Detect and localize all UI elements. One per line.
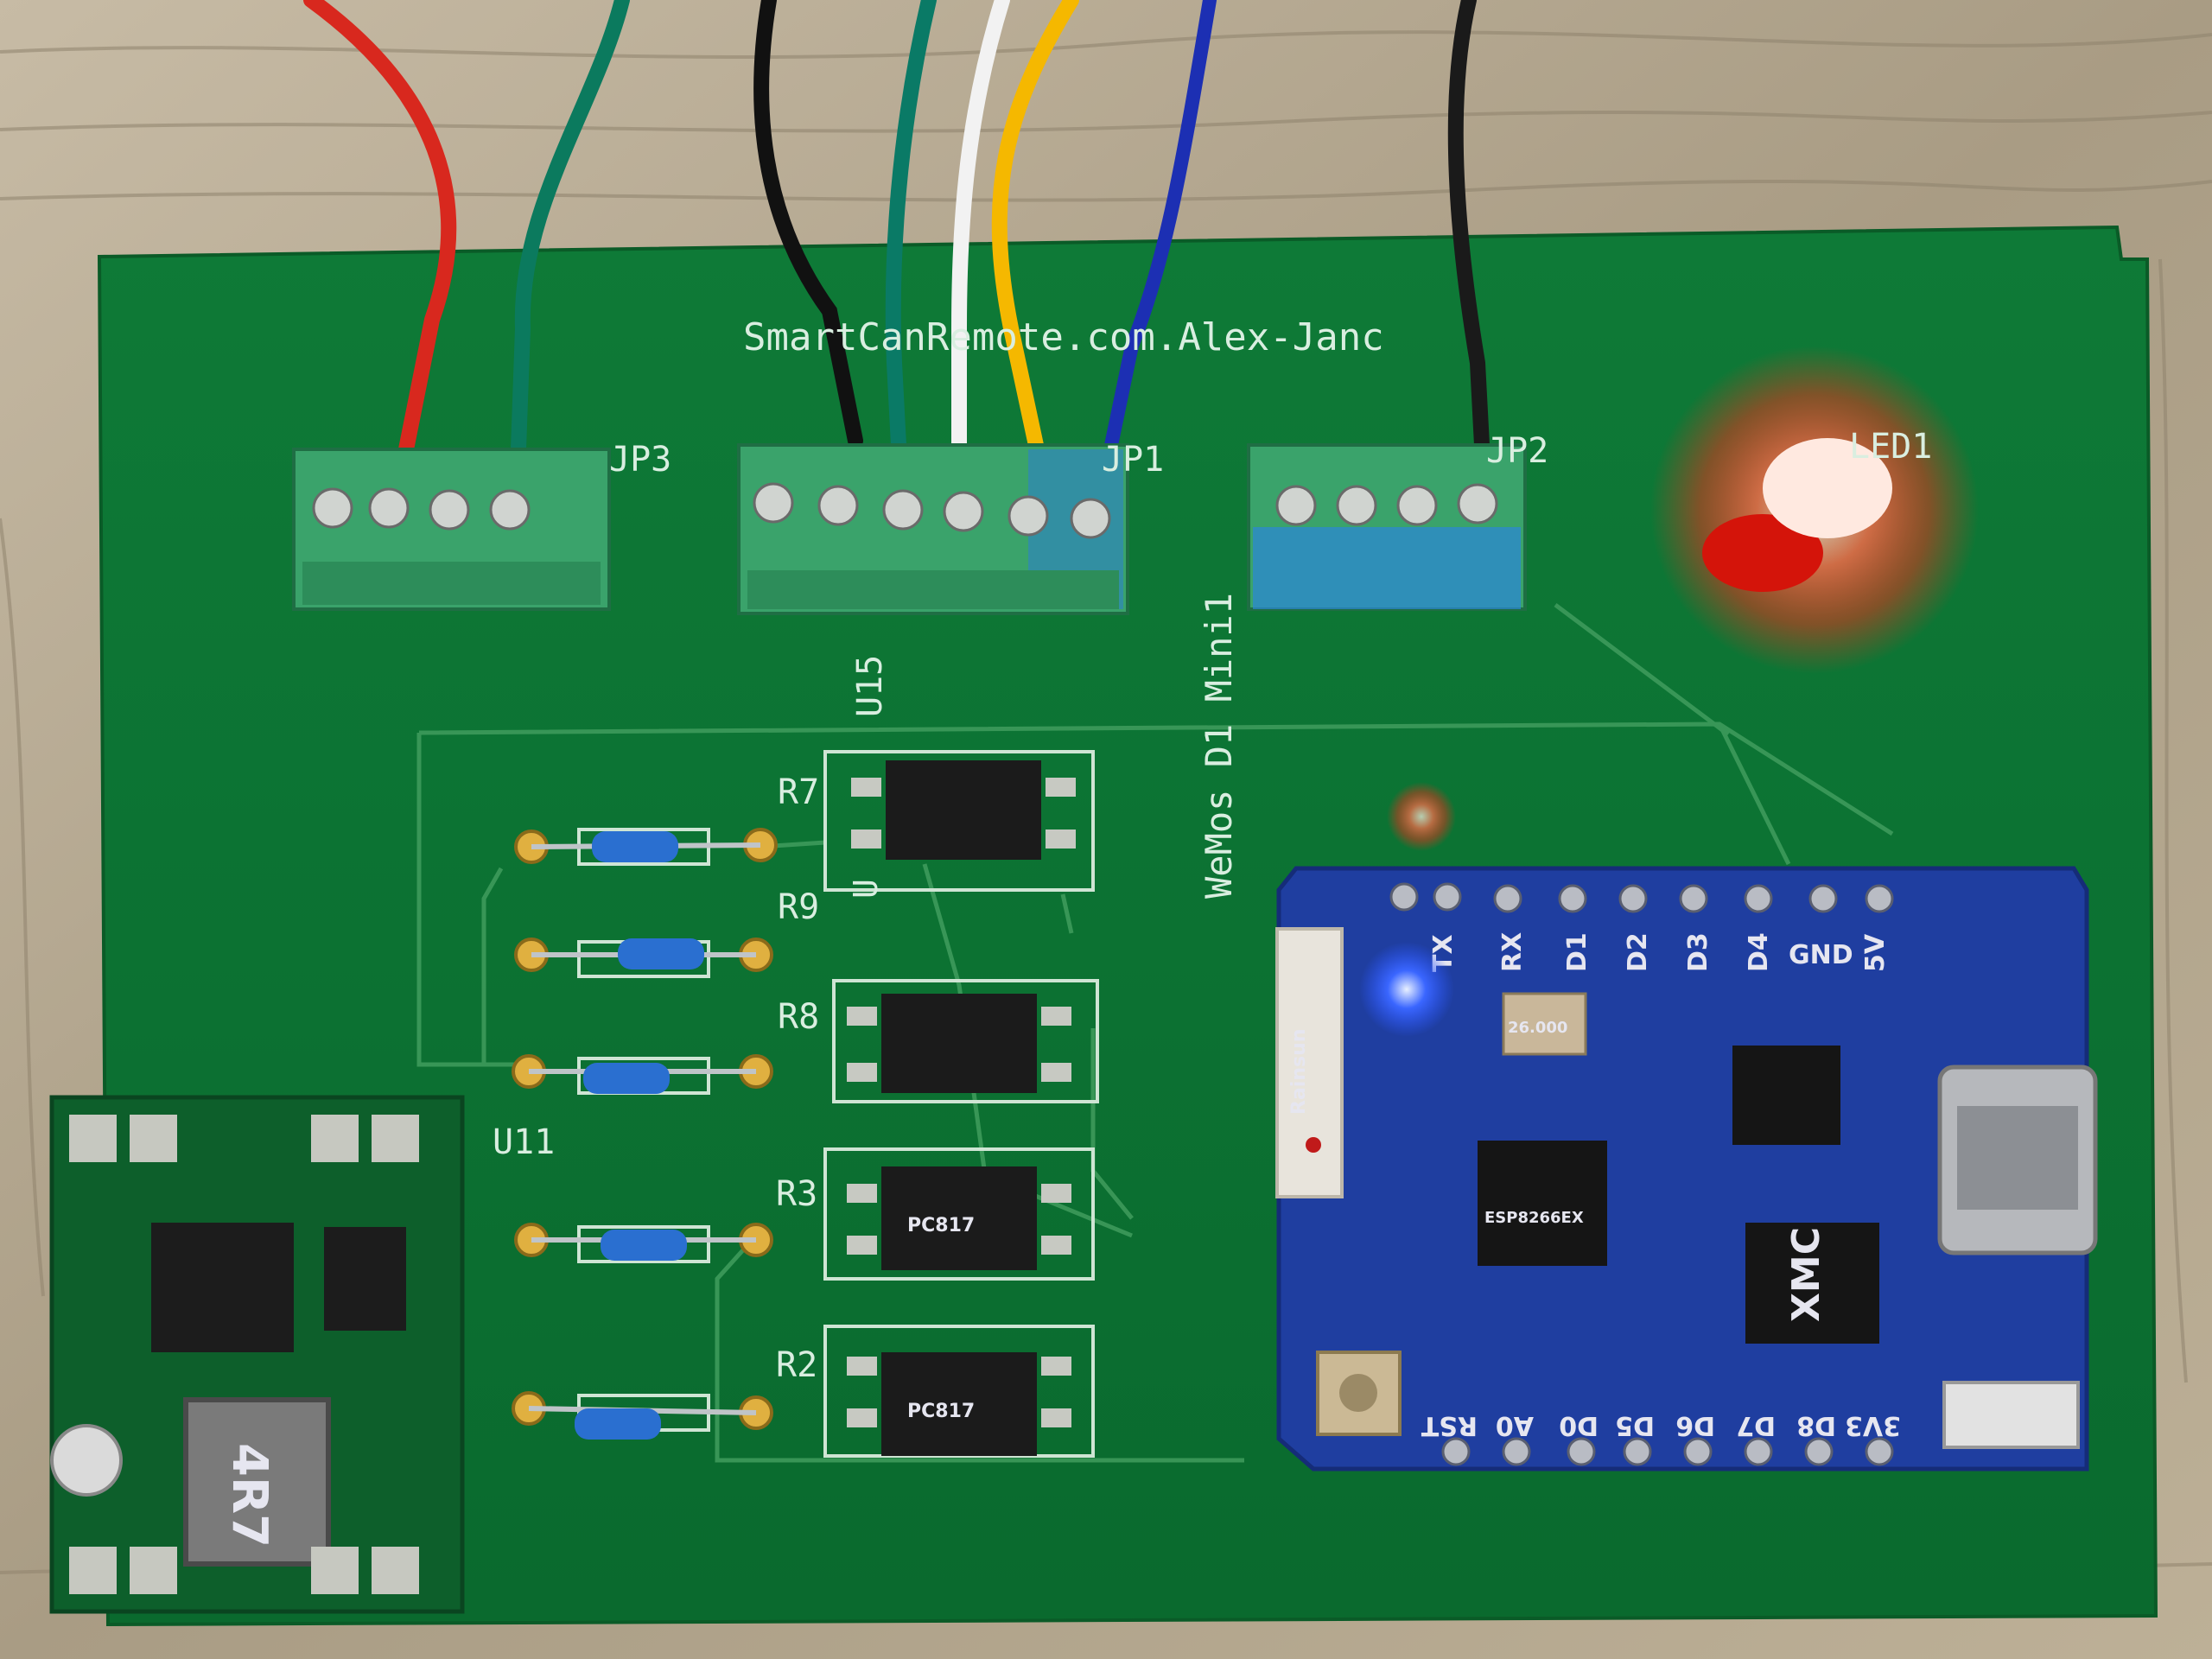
pin-label-d0: D0 — [1559, 1410, 1599, 1440]
terminal-jp3 — [292, 448, 611, 611]
resistor-r9 — [514, 938, 773, 972]
led1-red — [1650, 346, 1979, 674]
optocoupler-u3-label: PC817 — [907, 1215, 975, 1236]
silk-r2: R2 — [776, 1345, 817, 1385]
pin-label-rst: RST — [1421, 1410, 1478, 1440]
optocoupler-u4-label: PC817 — [907, 1401, 975, 1422]
pin-label-d6: D6 — [1675, 1410, 1715, 1440]
pin-label-d8: D8 — [1796, 1410, 1836, 1440]
esp8266-chip: ESP8266EX — [1478, 1141, 1607, 1266]
usb-serial-chip — [1732, 1046, 1840, 1145]
terminal-jp2 — [1247, 443, 1527, 611]
pin-label-a0: A0 — [1496, 1410, 1534, 1440]
esp-chip-label: ESP8266EX — [1484, 1209, 1584, 1227]
pcb-traces — [416, 603, 1894, 1463]
silk-wemos: WeMos D1 Mini1 — [1198, 593, 1240, 899]
wire-green-left — [511, 0, 630, 457]
silkscreen-text: SmartCanRemote.com.Alex-Janc JP3 JP1 JP2… — [493, 315, 1932, 1385]
crystal-label: 26.000 — [1508, 1019, 1567, 1037]
wire-black-left — [753, 0, 863, 448]
silk-jp1: JP1 — [1102, 440, 1164, 480]
pin-label-d4: D4 — [1744, 932, 1774, 972]
silk-jp3: JP3 — [609, 440, 671, 480]
flash-chip-label: XMC — [1784, 1227, 1828, 1322]
crystal: 26.000 — [1502, 992, 1587, 1056]
silk-u11: U11 — [493, 1122, 555, 1162]
wemos-antenna — [1275, 927, 1344, 1198]
inductor-label: 4R7 — [221, 1443, 277, 1548]
optocoupler-u4: PC817 — [847, 1352, 1071, 1456]
led-blue — [1359, 942, 1454, 1037]
wire-black-right — [1447, 0, 1490, 453]
resistor-r3 — [514, 1223, 773, 1261]
pin-label-gnd: GND — [1789, 940, 1853, 970]
led-red-small — [1387, 782, 1456, 851]
pin-label-d5: D5 — [1615, 1410, 1655, 1440]
silk-url: SmartCanRemote.com.Alex-Janc — [743, 315, 1384, 359]
wemos-pin-headers-bottom — [1441, 1437, 1894, 1466]
pin-label-5v: 5V — [1860, 933, 1891, 972]
pin-label-3v3: 3V3 — [1845, 1410, 1901, 1440]
wemos-d1-mini-board: Rainsun TX RX D1 D2 D3 D4 GND 5V RST A0 … — [1275, 866, 2098, 1471]
silk-r3: R3 — [776, 1174, 817, 1214]
wire-red — [303, 0, 457, 457]
reset-button — [1942, 1381, 2080, 1449]
pin-label-rx: RX — [1497, 932, 1528, 972]
wire-white — [951, 0, 1010, 453]
silk-r8: R8 — [778, 997, 819, 1037]
wire-teal — [885, 0, 937, 453]
pin-label-d3: D3 — [1683, 932, 1713, 972]
optocoupler-u1 — [851, 760, 1076, 860]
resistor-r7 — [514, 828, 778, 864]
wire-blue — [1103, 0, 1217, 456]
flash-chip: XMC — [1745, 1223, 1879, 1344]
silk-r9: R9 — [778, 887, 819, 927]
silk-r7: R7 — [778, 772, 819, 812]
wemos-pin-headers-top — [1389, 882, 1894, 913]
silk-u15: U15 — [850, 655, 890, 717]
buck-converter-module: 4R7 — [49, 1095, 465, 1614]
optocoupler-u2 — [847, 994, 1071, 1093]
pin-label-d2: D2 — [1623, 932, 1653, 972]
wire-yellow — [991, 0, 1079, 457]
wemos-pin-labels-bottom: RST A0 D0 D5 D6 D7 D8 3V3 — [1421, 1410, 1901, 1440]
optocoupler-u3: PC817 — [847, 1166, 1071, 1270]
wires — [303, 0, 1490, 457]
pin-label-d7: D7 — [1736, 1410, 1776, 1440]
optocouplers: PC817 PC817 — [847, 760, 1076, 1456]
micro-usb-port — [1937, 1065, 2098, 1255]
silk-jp2: JP2 — [1486, 431, 1548, 471]
silk-led1: LED1 — [1849, 427, 1932, 467]
resistor-r8 — [512, 1054, 773, 1094]
antenna-label: Rainsun — [1288, 1029, 1310, 1115]
resistor-r2 — [512, 1391, 773, 1440]
pin-label-d1: D1 — [1562, 932, 1592, 972]
terminal-jp1 — [737, 443, 1129, 615]
resistors — [512, 828, 778, 1440]
silk-u-small: U — [847, 879, 885, 899]
